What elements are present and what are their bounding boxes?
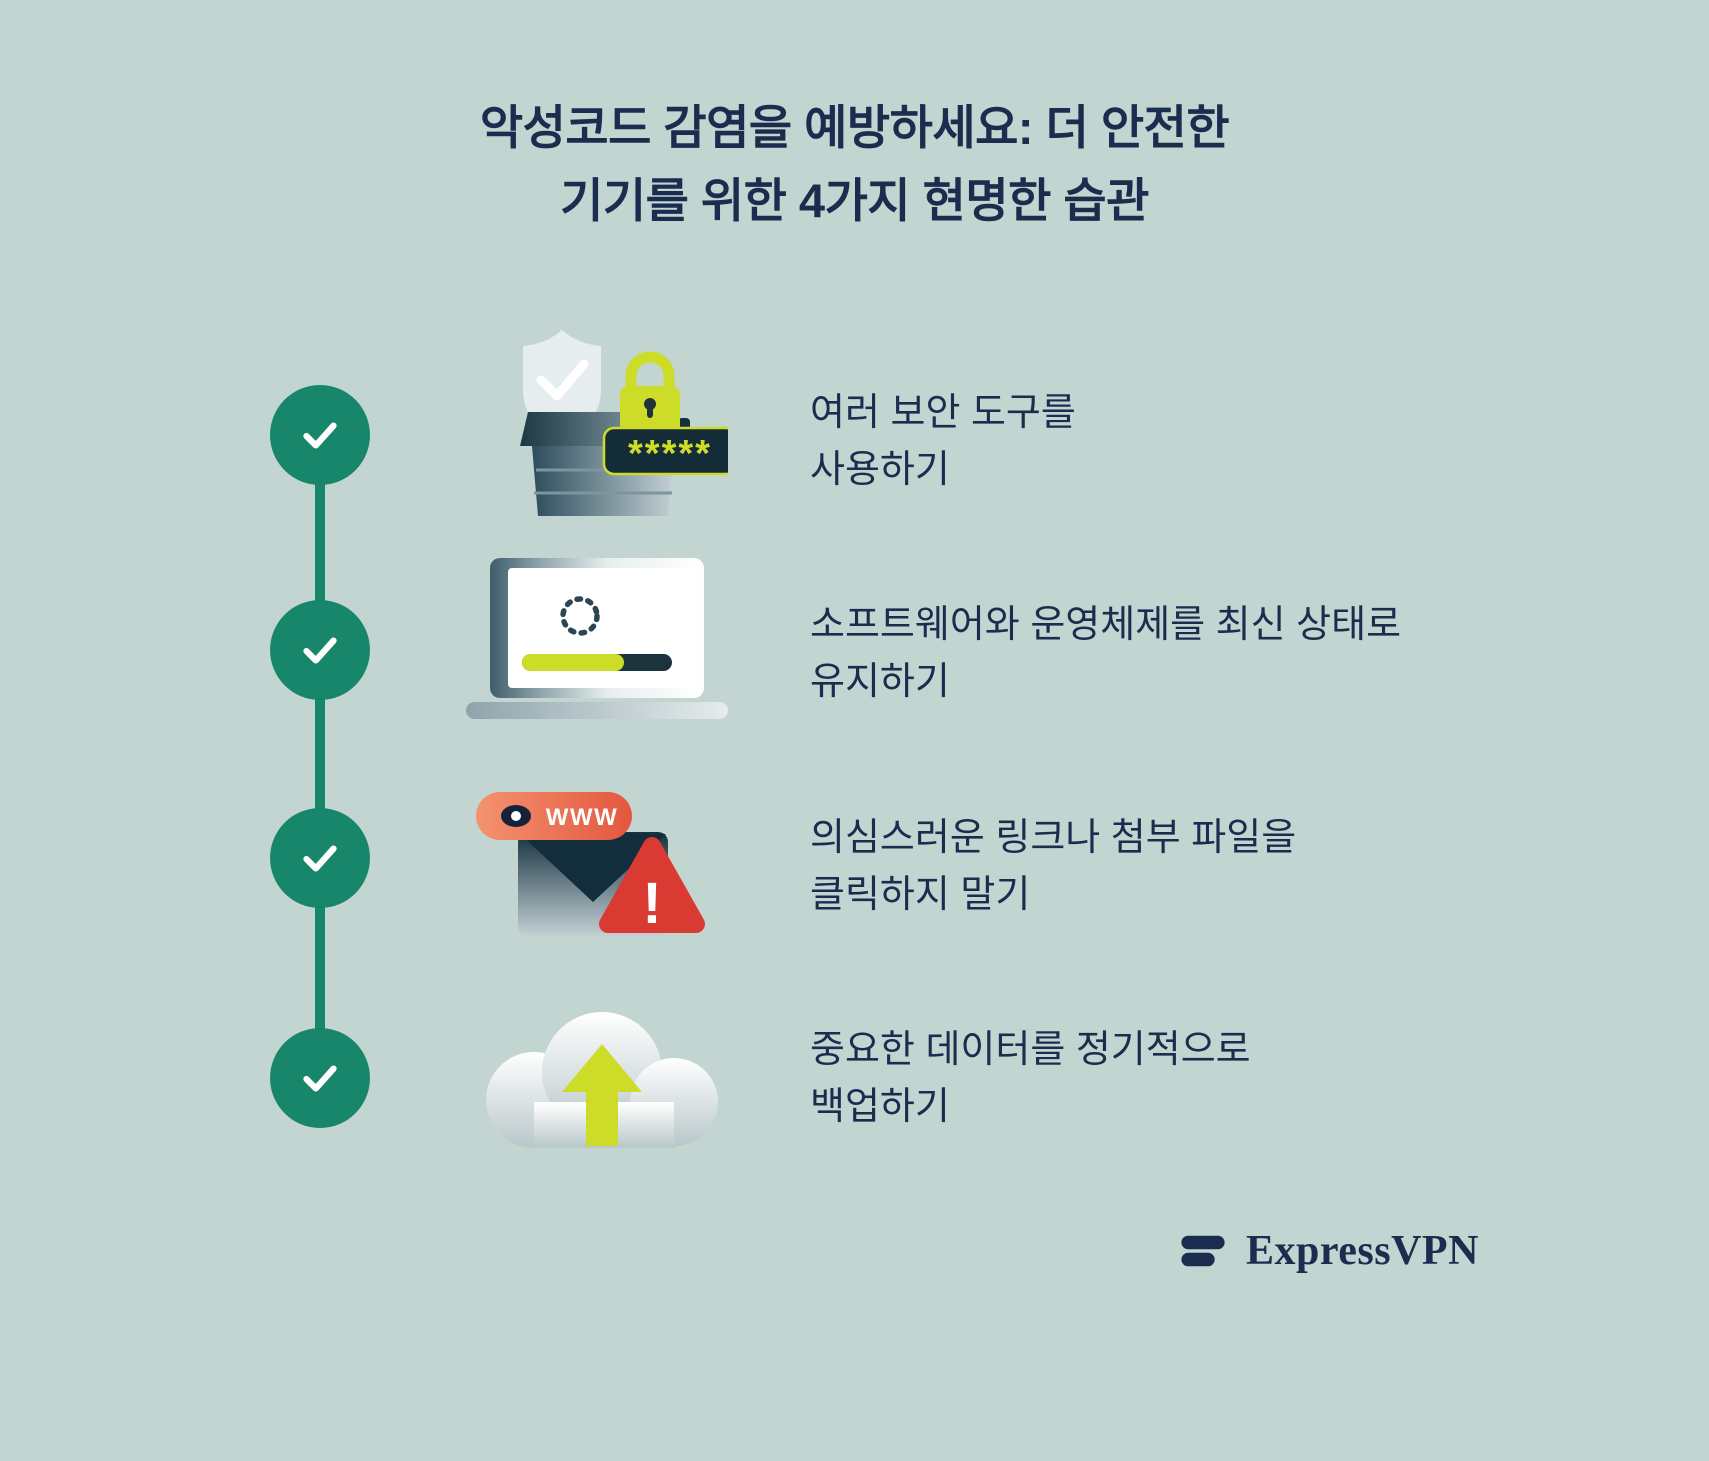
upload-arrow-icon xyxy=(562,1044,642,1146)
check-circle-1 xyxy=(270,385,370,485)
item-label-4: 중요한 데이터를 정기적으로 백업하기 xyxy=(810,1029,1251,1128)
checkmark-icon xyxy=(303,637,337,664)
expressvpn-logomark-icon xyxy=(1181,1235,1225,1267)
check-circle-3 xyxy=(270,808,370,908)
check-circle-4 xyxy=(270,1028,370,1128)
security-tools-toolbox-icon: ***** xyxy=(478,318,738,523)
expressvpn-logo: ExpressVPN xyxy=(1176,1224,1479,1278)
progress-bar-fill xyxy=(522,654,624,671)
browser-address-pill xyxy=(476,792,632,840)
page-title: 악성코드 감염을 예방하세요: 더 안전한 기기를 위한 4가지 현명한 습관 xyxy=(0,92,1709,238)
item-label-2: 소프트웨어와 운영체제를 최신 상태로 유지하기 xyxy=(810,604,1402,703)
warning-exclamation: ! xyxy=(642,871,661,936)
checkmark-icon xyxy=(303,422,337,449)
timeline-connector xyxy=(315,435,325,1080)
checkmark-icon xyxy=(303,1065,337,1092)
item-label-3: 의심스러운 링크나 첨부 파일을 클릭하지 말기 xyxy=(810,817,1297,916)
laptop-software-update-icon xyxy=(462,556,732,731)
page-title-line2: 기기를 위한 4가지 현명한 습관 xyxy=(560,173,1149,227)
expressvpn-wordmark: ExpressVPN xyxy=(1246,1228,1479,1274)
check-circle-2 xyxy=(270,600,370,700)
laptop-base xyxy=(466,702,728,719)
password-mask-text: ***** xyxy=(628,433,712,475)
suspicious-email-link-icon: WWW ! xyxy=(476,786,721,944)
padlock-shackle xyxy=(625,351,675,390)
cloud-backup-upload-icon xyxy=(450,998,750,1163)
loading-spinner-icon xyxy=(560,596,600,636)
item-label-1: 여러 보안 도구를 사용하기 xyxy=(810,392,1076,491)
envelope-flap xyxy=(520,834,666,902)
checkmark-icon xyxy=(303,845,337,872)
warning-triangle-icon xyxy=(599,837,705,933)
www-label: WWW xyxy=(546,804,618,831)
page-title-line1: 악성코드 감염을 예방하세요: 더 안전한 xyxy=(479,101,1230,154)
